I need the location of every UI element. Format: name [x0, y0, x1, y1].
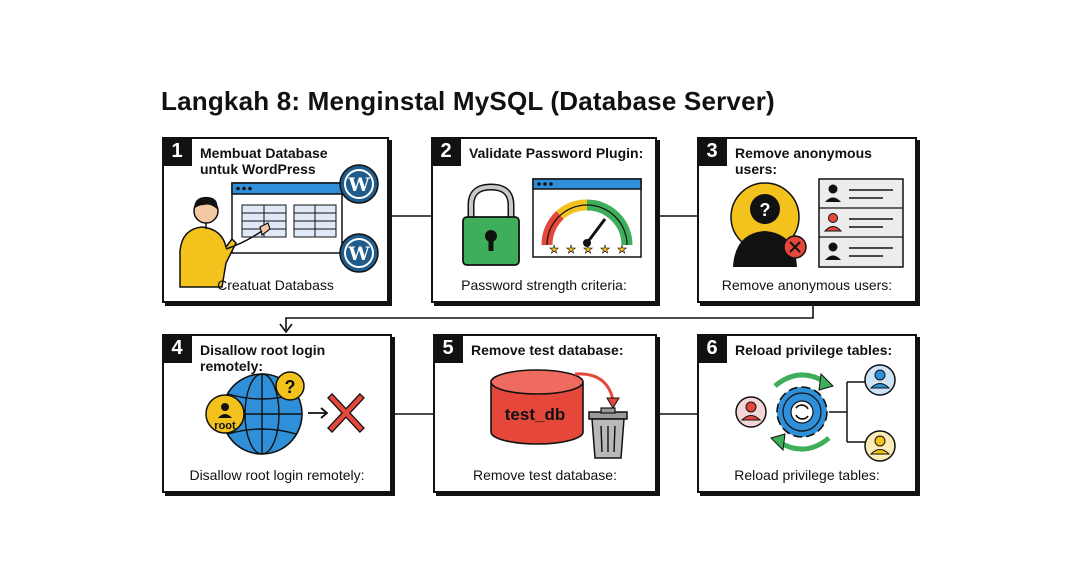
- test-database-illustration: test_db: [490, 369, 628, 459]
- anonymous-user-icon: ?: [730, 182, 807, 267]
- step-number: 6: [697, 334, 727, 363]
- strength-gauge-icon: [541, 199, 633, 247]
- step-2-panel: 2 Validate Password Plugin: ★ ★ ★ ★ ★ Passwo…: [431, 137, 657, 303]
- arrow-3-4: [285, 303, 814, 330]
- deny-x-icon: [327, 393, 365, 433]
- reload-privileges-illustration: [735, 364, 896, 462]
- padlock-icon: [462, 183, 520, 266]
- step-number: 2: [431, 137, 461, 166]
- wordpress-icon: W: [339, 164, 379, 204]
- step-6-panel: 6 Reload privilege tables:: [697, 334, 917, 493]
- person-icon: [179, 196, 271, 288]
- step-number: 1: [162, 137, 192, 166]
- step-title: Membuat Database untuk WordPress: [200, 145, 328, 177]
- step-caption: Remove test database:: [473, 467, 617, 483]
- svg-text:★: ★: [617, 244, 627, 256]
- svg-text:★: ★: [549, 244, 559, 256]
- database-cylinder-icon: test_db: [490, 369, 584, 445]
- gear-icon: [776, 386, 828, 438]
- svg-text:★: ★: [600, 244, 610, 256]
- step-caption: Password strength criteria:: [461, 277, 627, 293]
- svg-text:W: W: [347, 243, 370, 265]
- step-caption: Creatuat Databass: [217, 277, 334, 293]
- curved-arrow-icon: [574, 372, 620, 409]
- question-mark: ?: [285, 377, 296, 397]
- svg-text:W: W: [347, 174, 370, 196]
- step-number: 4: [162, 334, 192, 363]
- step-number: 5: [433, 334, 463, 363]
- step-title: Reload privilege tables:: [735, 342, 893, 358]
- trash-can-icon: [588, 407, 628, 459]
- wordpress-icon: W: [339, 233, 379, 273]
- anonymous-user-illustration: ?: [730, 178, 904, 268]
- user-icon: [735, 396, 767, 428]
- step-title: Remove anonymous users:: [735, 145, 872, 177]
- rating-stars: ★ ★ ★ ★ ★: [549, 244, 628, 257]
- user-icon: [864, 430, 896, 462]
- step-3-panel: 3 Remove anonymous users: ? Remove anony…: [697, 137, 917, 303]
- step-title: Remove test database:: [471, 342, 624, 358]
- user-list-icon: [818, 178, 904, 268]
- remote-root-login-illustration: root ?: [205, 371, 365, 455]
- step-caption: Remove anonymous users:: [721, 277, 893, 293]
- question-mark: ?: [760, 200, 771, 220]
- step-title: Validate Password Plugin:: [469, 145, 644, 161]
- step-4-panel: 4 Disallow root login remotely: root ?: [162, 334, 392, 493]
- password-strength-illustration: ★ ★ ★ ★ ★: [462, 178, 642, 266]
- step-5-panel: 5 Remove test database: test_db Remove t…: [433, 334, 657, 493]
- database-screen-illustration: W W: [179, 164, 379, 288]
- refresh-arrows-icon: [770, 372, 834, 452]
- step-caption: Reload privilege tables:: [734, 467, 880, 483]
- question-icon: ?: [275, 371, 305, 401]
- user-icon: [864, 364, 896, 396]
- root-label: root: [214, 420, 236, 432]
- svg-text:★: ★: [583, 244, 593, 256]
- step-caption: Disallow root login remotely:: [189, 467, 365, 483]
- step-1-panel: 1 Membuat Database untuk WordPress W W: [162, 137, 389, 303]
- step-title: Disallow root login remotely:: [200, 342, 326, 374]
- test-db-label: test_db: [505, 405, 565, 424]
- svg-text:★: ★: [566, 244, 576, 256]
- step-number: 3: [697, 137, 727, 166]
- root-user-icon: root: [205, 394, 245, 434]
- page-title: Langkah 8: Menginstal MySQL (Database Se…: [161, 86, 775, 116]
